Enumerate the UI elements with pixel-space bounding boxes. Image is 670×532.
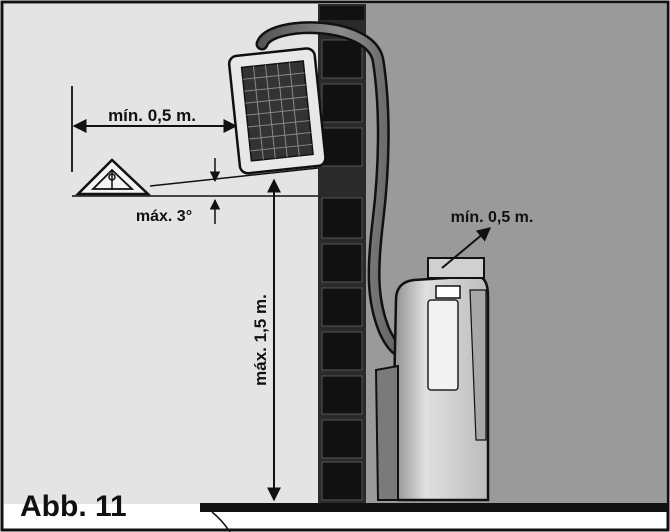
figure-label: Abb. 11 (20, 490, 127, 523)
tilt-dimension: máx. 3° (136, 158, 221, 225)
brick-wall-column (318, 4, 366, 504)
connection-hose (255, 21, 425, 360)
tilt-max-label: máx. 3° (136, 208, 192, 225)
tilt-reference-lines (72, 167, 319, 197)
top-clearance-label: mín. 0,5 m. (451, 209, 534, 226)
height-max-label: máx. 1,5 m. (251, 294, 270, 386)
indoor-portable-unit (374, 257, 490, 502)
top-clearance-dimension: mín. 0,5 m. (441, 209, 534, 269)
height-dimension: máx. 1,5 m. (251, 178, 281, 502)
outdoor-condenser-unit (227, 47, 327, 175)
spirit-level-triangle-icon (74, 158, 152, 196)
floor-line (200, 503, 668, 532)
horizontal-clearance-label: mín. 0,5 m. (108, 106, 196, 125)
horizontal-clearance-dimension: mín. 0,5 m. (71, 86, 238, 172)
